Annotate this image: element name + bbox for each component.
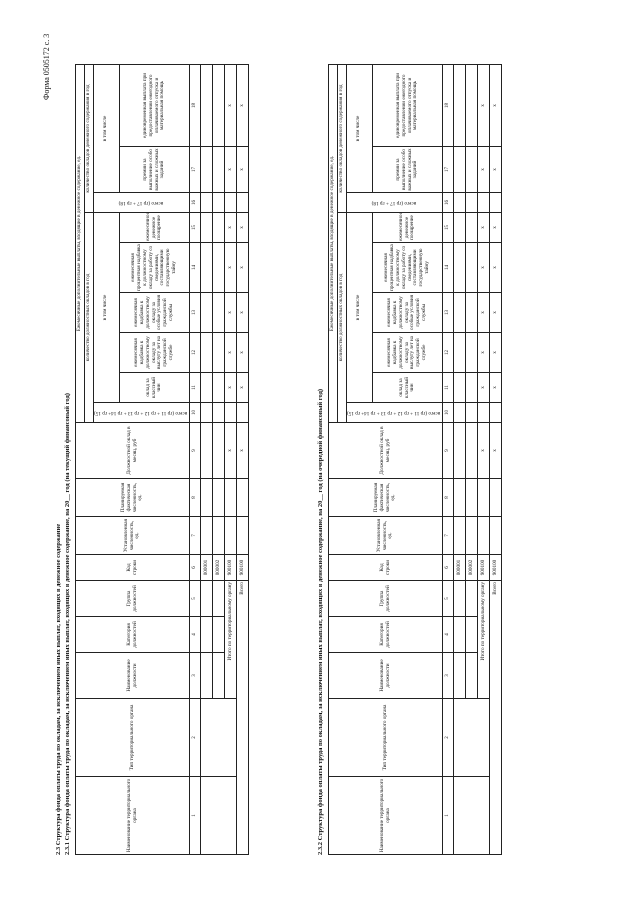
- hdr-c-long: ежемесячная надбавка к должностному окла…: [119, 332, 190, 373]
- hdr-count-salaries: количество должностных окладов в год: [84, 212, 94, 423]
- hdr-c-long: ежемесячная надбавка к должностному окла…: [372, 332, 443, 373]
- hdr-established: Установленная численность, ед.: [328, 516, 443, 555]
- hdr-c-premium: премии за выполнение особо важных и слож…: [372, 146, 443, 193]
- hdr-pay-including: в том числе: [93, 64, 120, 193]
- hdr-monthly-block: Ежемесячные дополнительные выплаты, вход…: [75, 64, 85, 423]
- hdr-in-total: всего (гр 11 + гр 12 + гр 13 + гр 14+ гр…: [93, 402, 190, 423]
- hdr-salary: Должностной оклад в месяц, руб: [75, 422, 190, 479]
- form-number: Форма 0505172 с. 3: [42, 33, 51, 100]
- table2: Наименование территориального органа Тип…: [328, 64, 502, 855]
- hdr-including: в том числе: [93, 212, 120, 403]
- hdr-group: Группа должностей: [328, 580, 443, 617]
- table-row: 000001: [453, 64, 490, 855]
- hdr-c-rank: оклад за классный чин: [372, 372, 443, 403]
- section-title: 2.3 Структура фонда оплаты труда по окла…: [55, 523, 62, 855]
- hdr-pay-including: в том числе: [346, 64, 373, 193]
- hdr-pay-total: всего (гр 17 + гр 18): [93, 192, 190, 213]
- table-row: 000001: [200, 64, 237, 855]
- hdr-in-total: всего (гр 11 + гр 12 + гр 13 + гр 14+ гр…: [346, 402, 443, 423]
- hdr-count-pay: количество окладов денежного содержания …: [337, 64, 347, 213]
- hdr-established: Установленная численность, ед.: [75, 516, 190, 555]
- hdr-code: Код строки: [75, 554, 190, 581]
- hdr-c-secret: ежемесячная процентная надбавка к должно…: [119, 242, 190, 293]
- hdr-c-secret: ежемесячная процентная надбавка к должно…: [372, 242, 443, 293]
- hdr-type: Тип территориального органа: [75, 698, 190, 777]
- hdr-name: Наименование территориального органа: [328, 776, 443, 855]
- hdr-c-special: ежемесячная надбавка к должностному окла…: [119, 292, 190, 333]
- hdr-c-bonus: ежемесячное денежное поощрение: [119, 212, 190, 243]
- hdr-actual: Планируемая фактическая численность, ед.: [328, 478, 443, 517]
- hdr-count-salaries: количество должностных окладов в год: [337, 212, 347, 423]
- hdr-c-rank: оклад за классный чин: [119, 372, 190, 403]
- hdr-c-lumpsum: единовременная выплата при предоставлени…: [372, 64, 443, 147]
- table2-title: 2.3.2 Структура фонда оплаты труда по ок…: [317, 388, 324, 855]
- hdr-pay-total: всего (гр 17 + гр 18): [346, 192, 443, 213]
- hdr-name: Наименование территориального органа: [75, 776, 190, 855]
- hdr-code: Код строки: [328, 554, 443, 581]
- table1: Наименование территориального органа Тип…: [75, 64, 249, 855]
- hdr-actual: Планируемая фактическая численность, ед.: [75, 478, 190, 517]
- hdr-including: в том числе: [346, 212, 373, 403]
- table1-title: 2.3.1 Структура фонда оплаты труда по ок…: [64, 393, 71, 855]
- hdr-c-special: ежемесячная надбавка к должностному окла…: [372, 292, 443, 333]
- hdr-c-lumpsum: единовременная выплата при предоставлени…: [119, 64, 190, 147]
- hdr-c-premium: премии за выполнение особо важных и слож…: [119, 146, 190, 193]
- hdr-position: Наименование должности: [328, 652, 443, 699]
- hdr-salary: Должностной оклад в месяц, руб: [328, 422, 443, 479]
- rotated-page: 2.3 Структура фонда оплаты труда по окла…: [55, 55, 615, 855]
- hdr-group: Группа должностей: [75, 580, 190, 617]
- hdr-count-pay: количество окладов денежного содержания …: [84, 64, 94, 213]
- hdr-position: Наименование должности: [75, 652, 190, 699]
- hdr-monthly-block: Ежемесячные дополнительные выплаты, вход…: [328, 64, 338, 423]
- hdr-category: Категория должностей: [75, 616, 190, 653]
- hdr-c-bonus: ежемесячное денежное поощрение: [372, 212, 443, 243]
- hdr-category: Категория должностей: [328, 616, 443, 653]
- hdr-type: Тип территориального органа: [328, 698, 443, 777]
